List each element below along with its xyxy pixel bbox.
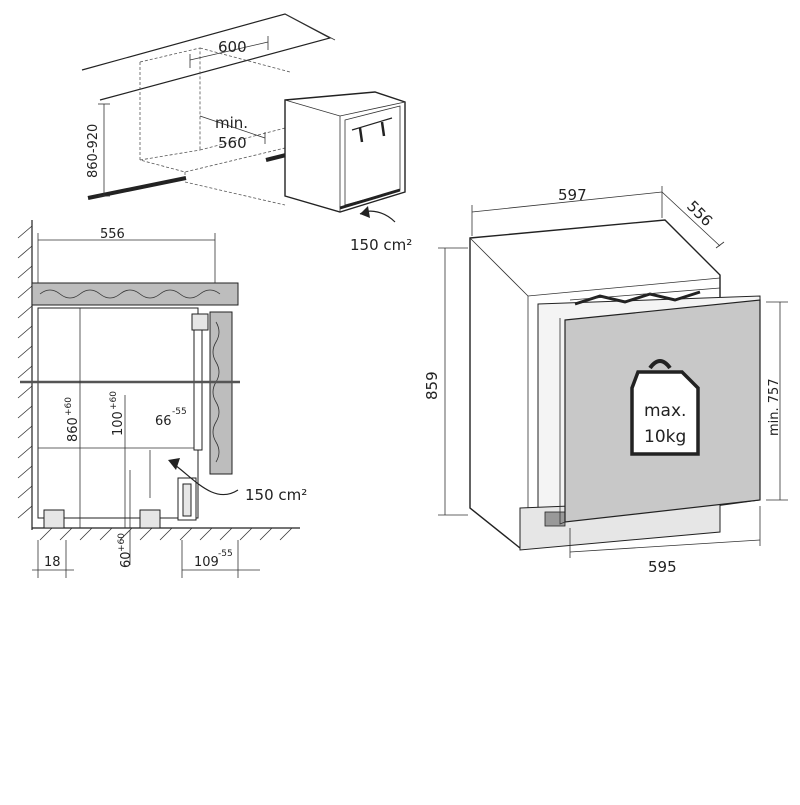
plinth-height-label: 100 — [111, 411, 126, 436]
niche-depth-min-label: min. — [215, 114, 248, 132]
section-depth-label: 556 — [100, 227, 125, 242]
feet-height-sup: +60 — [117, 533, 127, 552]
top-vent-area-label: 150 cm² — [350, 236, 412, 254]
appliance-width-label: 597 — [558, 186, 587, 204]
side-section-drawing — [17, 220, 300, 578]
niche-height-label: 860-920 — [86, 124, 101, 178]
weight-max-label: max. — [644, 401, 686, 421]
appliance-depth-label: 556 — [683, 197, 716, 230]
section-height-sup: +60 — [64, 397, 74, 416]
appliance-front-view-drawing — [438, 186, 788, 558]
door-min-height-label: min. 757 — [767, 378, 782, 436]
appliance-height-label: 859 — [423, 371, 441, 400]
weight-icon — [630, 359, 700, 456]
weight-value-label: 10kg — [644, 427, 686, 447]
plinth-offset-sup: -55 — [218, 549, 233, 559]
section-vent-area-label: 150 cm² — [245, 486, 307, 504]
plinth-height-sup: +60 — [109, 391, 119, 410]
feet-height-label: 60 — [119, 551, 134, 568]
plinth-offset-label: 109 — [194, 555, 219, 570]
door-width-label: 595 — [648, 558, 677, 576]
niche-isometric-drawing — [81, 13, 406, 223]
niche-width-label: 600 — [218, 38, 247, 56]
recess-sup: -55 — [172, 407, 187, 417]
niche-depth-value: 560 — [218, 134, 247, 152]
recess-label: 66 — [155, 414, 172, 429]
section-height-label: 860 — [66, 417, 81, 442]
rear-gap-label: 18 — [44, 555, 61, 570]
